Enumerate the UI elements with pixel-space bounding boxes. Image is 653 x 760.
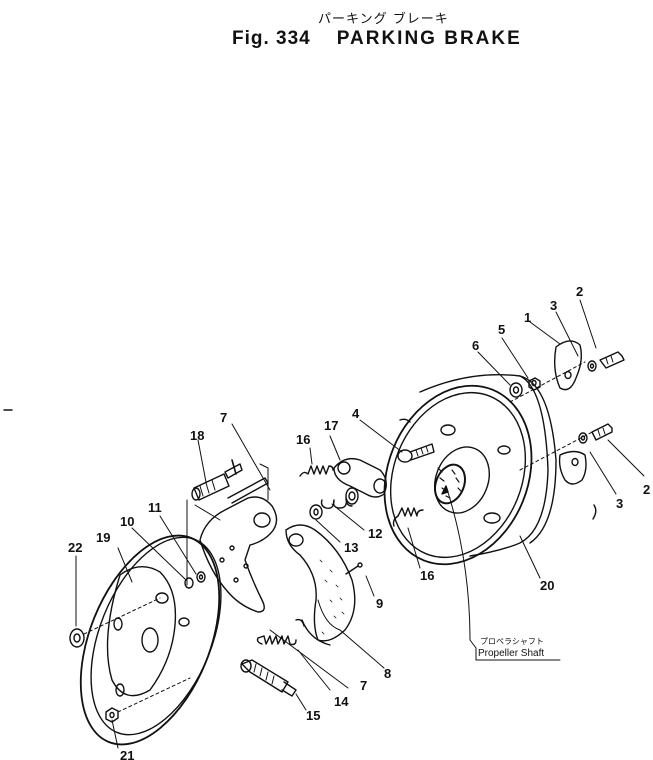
callout-1: 1	[524, 310, 531, 325]
callout-19: 19	[96, 530, 110, 545]
callout-2-upper: 2	[576, 284, 583, 299]
callout-9: 9	[376, 596, 383, 611]
callout-11: 11	[148, 500, 162, 515]
figure-heading: Fig. 334 PARKING BRAKE	[232, 28, 522, 50]
upper-fasteners	[509, 340, 625, 403]
lower-fasteners	[519, 423, 613, 520]
callout-4: 4	[352, 406, 360, 421]
callout-13: 13	[344, 540, 358, 555]
callout-3-upper: 3	[550, 298, 557, 313]
brake-drum	[383, 374, 557, 566]
note-english: Propeller Shaft	[478, 648, 544, 659]
callout-18: 18	[190, 428, 204, 443]
spring-12	[320, 487, 359, 510]
adjuster-15	[240, 659, 297, 697]
callout-22: 22	[68, 540, 82, 555]
back-plate	[79, 534, 222, 746]
adjuster-17	[333, 457, 387, 498]
leader-lines	[75, 299, 645, 749]
callout-7-lower: 7	[360, 678, 367, 693]
washer-22	[69, 597, 161, 648]
callout-20: 20	[540, 578, 554, 593]
bolt-4	[397, 443, 435, 463]
callout-12: 12	[368, 526, 382, 541]
japanese-title: パーキング ブレーキ	[318, 12, 449, 27]
figure-title: PARKING BRAKE	[336, 28, 522, 49]
callout-10: 10	[120, 514, 134, 529]
propeller-shaft-note: プロペラシャフト Propeller Shaft	[475, 637, 561, 661]
shaft-arrow	[441, 485, 449, 495]
spring-16-upper	[299, 465, 334, 477]
callout-labels: 1 2 2 3 3 4 5 6 7 7 8 9 10 11 12 13 14 1…	[68, 284, 650, 760]
bolt-21	[105, 677, 191, 723]
callout-16-upper: 16	[296, 432, 310, 447]
callout-5: 5	[498, 322, 505, 337]
lever-7	[199, 477, 278, 613]
spring-16-lower	[392, 507, 424, 527]
callout-2-lower: 2	[643, 482, 650, 497]
callout-17: 17	[324, 418, 338, 433]
brake-shoe	[285, 524, 356, 646]
callout-3-lower: 3	[616, 496, 623, 511]
figure-number: Fig. 334	[232, 28, 311, 49]
washer-13	[309, 504, 323, 520]
callout-16-lower: 16	[420, 568, 434, 583]
callout-8: 8	[384, 666, 391, 681]
nut-10-11	[184, 571, 206, 589]
pin-18	[186, 459, 269, 586]
callout-6: 6	[472, 338, 479, 353]
callout-15: 15	[306, 708, 320, 723]
callout-7-upper: 7	[220, 410, 227, 425]
callout-21: 21	[120, 748, 134, 760]
callout-14: 14	[334, 694, 349, 709]
note-japanese: プロペラシャフト	[480, 637, 544, 646]
spring-14	[256, 635, 297, 646]
pin-9	[345, 562, 363, 575]
